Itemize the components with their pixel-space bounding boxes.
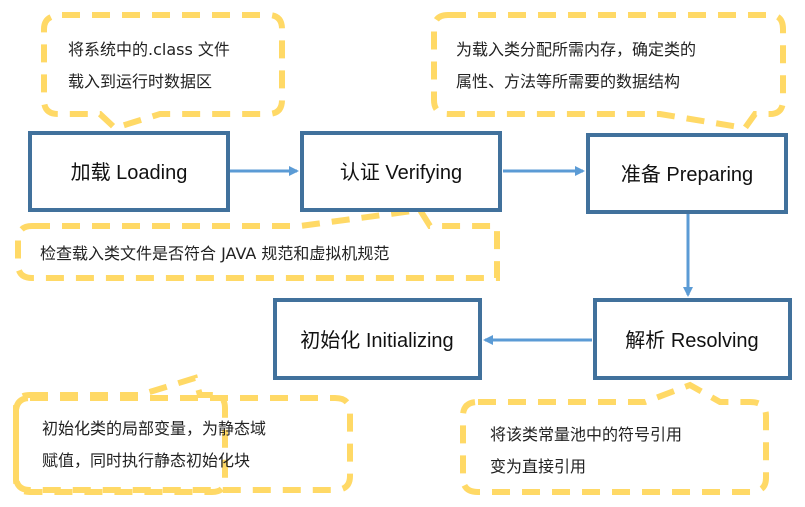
- stage-box-initializing: [273, 298, 482, 380]
- note-resolving-line1: 将该类常量池中的符号引用: [490, 425, 682, 444]
- note-initializing-line2: 赋值，同时执行静态初始化块: [42, 451, 250, 470]
- callout-loading: [41, 12, 285, 132]
- note-preparing-line2: 属性、方法等所需要的数据结构: [456, 72, 680, 91]
- note-preparing-line1: 为载入类分配所需内存，确定类的: [456, 40, 696, 59]
- stage-label-verifying: 认证 Verifying: [340, 161, 462, 184]
- callout-resolving: [460, 381, 769, 495]
- stage-box-resolving: [593, 298, 792, 380]
- stage-label-preparing: 准备 Preparing: [621, 163, 753, 186]
- note-verifying-line1: 检查载入类文件是否符合 JAVA 规范和虚拟机规范: [40, 244, 389, 263]
- stage-box-verifying: [300, 131, 502, 212]
- callout-initializing-box: [13, 395, 353, 493]
- stage-label-loading: 加载 Loading: [71, 161, 188, 184]
- callout-initializing: [13, 374, 228, 495]
- callout-verifying: [15, 206, 500, 281]
- stage-label-resolving: 解析 Resolving: [625, 329, 758, 352]
- stage-label-initializing: 初始化 Initializing: [300, 329, 453, 352]
- stage-box-loading: [28, 131, 230, 212]
- note-resolving-line2: 变为直接引用: [490, 457, 586, 476]
- note-loading-line1: 将系统中的.class 文件: [68, 40, 230, 59]
- stage-box-preparing: [586, 133, 788, 214]
- callout-preparing: [431, 12, 786, 132]
- note-loading-line2: 载入到运行时数据区: [68, 72, 212, 91]
- note-initializing-line1: 初始化类的局部变量，为静态域: [42, 419, 266, 438]
